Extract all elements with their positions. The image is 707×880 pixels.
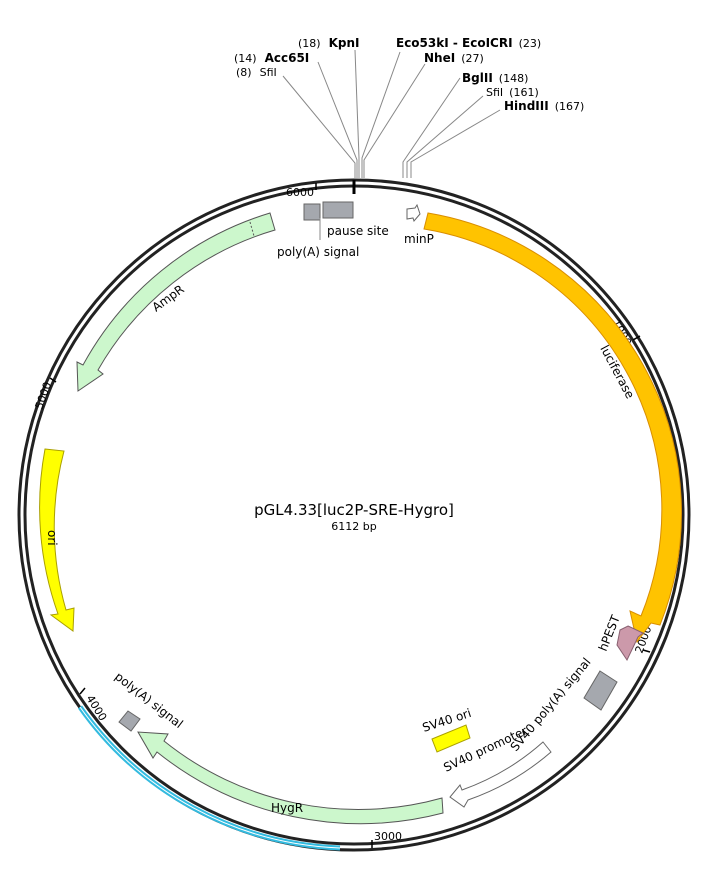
site-pos-hindiii: (167) xyxy=(555,100,585,113)
svg-text:(8)SfiI: (8) SfiI xyxy=(236,66,277,79)
site-pos-sfii-8: (8) xyxy=(236,66,252,79)
sv40-ori-box xyxy=(431,724,471,753)
ampr-arrow xyxy=(76,212,276,392)
tick-label-3000: 3000 xyxy=(374,830,402,843)
polya-signal-left-box xyxy=(118,710,141,732)
plasmid-name: pGL4.33[luc2P-SRE-Hygro] xyxy=(254,501,454,519)
svg-text:NheI(27): NheI (27) xyxy=(424,51,484,65)
site-name-sfii-8: SfiI xyxy=(260,66,277,79)
site-pos-eco53ki: (23) xyxy=(519,37,542,50)
pause-site-box xyxy=(322,201,354,219)
site-pos-bglii: (148) xyxy=(499,72,529,85)
svg-text:SfiI(161): SfiI (161) xyxy=(486,86,539,99)
site-name-bglii: BglII xyxy=(462,71,493,85)
polya-signal-top-label: poly(A) signal xyxy=(277,245,359,259)
minp-arrow xyxy=(406,203,421,222)
site-labels: (8) SfiI (14) Acc65I (18) KpnI Eco53kI - Ec… xyxy=(234,36,584,113)
luciferase-arc xyxy=(423,212,682,644)
site-name-eco53ki: Eco53kI - EcoICRI xyxy=(396,36,513,50)
site-name-hindiii: HindIII xyxy=(504,99,549,113)
site-pos-sfii-161: (161) xyxy=(509,86,539,99)
site-leaders xyxy=(282,49,501,178)
tick-label-6000: 6000 xyxy=(286,186,314,199)
sv40-promoter-arrow xyxy=(449,741,552,808)
hygr-label: HygR xyxy=(271,801,303,815)
ori-label: ori xyxy=(45,530,59,546)
site-name-nhei: NheI xyxy=(424,51,455,65)
site-name-sfii-161: SfiI xyxy=(486,86,503,99)
polya-signal-top-box xyxy=(303,203,321,221)
minp-label: minP xyxy=(404,232,434,246)
svg-text:HindIII(167): HindIII (167) xyxy=(504,99,584,113)
svg-text:(14)Acc65I: (14) Acc65I xyxy=(234,51,309,65)
pause-site-label: pause site xyxy=(327,224,389,238)
svg-text:BglII(148): BglII (148) xyxy=(462,71,528,85)
hpest-arrow xyxy=(616,625,644,662)
svg-text:(18)KpnI: (18) KpnI xyxy=(298,36,360,50)
tick-label-5000: 5000 xyxy=(33,380,55,411)
site-pos-kpni: (18) xyxy=(298,37,321,50)
hygr-arrow xyxy=(137,731,444,825)
site-pos-nhei: (27) xyxy=(461,52,484,65)
ori-arrow xyxy=(39,448,75,632)
svg-text:Eco53kI - EcoICRI(23): Eco53kI - EcoICRI (23) xyxy=(396,36,541,50)
site-pos-acc65i: (14) xyxy=(234,52,257,65)
site-name-acc65i: Acc65I xyxy=(265,51,310,65)
site-name-kpni: KpnI xyxy=(329,36,360,50)
scale-ticks xyxy=(49,183,651,848)
sv40-polya-box xyxy=(583,670,618,711)
plasmid-length: 6112 bp xyxy=(331,520,376,533)
